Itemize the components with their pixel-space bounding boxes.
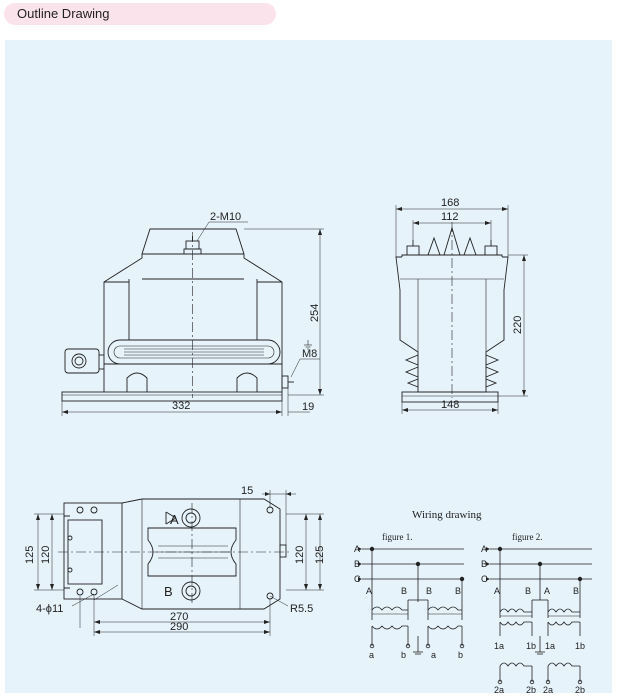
fig2-top-label: A <box>544 586 550 596</box>
fig2-line-c: C <box>481 574 488 584</box>
wiring-figure-2 <box>486 546 592 685</box>
figure1-caption: figure 1. <box>382 532 413 542</box>
fig2-mid-label: 1b <box>575 641 585 651</box>
hole-callout: 4-ϕ11 <box>36 603 63 615</box>
section-header: Outline Drawing <box>4 3 276 25</box>
fig2-bottom-label: 2b <box>575 685 585 695</box>
fig1-bottom-label: a <box>369 650 374 660</box>
fig2-bottom-label: 2b <box>526 685 536 695</box>
front-view <box>61 221 324 416</box>
plan-right-outer-dim: 125 <box>314 546 326 564</box>
fig2-top-label: A <box>494 586 500 596</box>
fig1-bottom-label: a <box>431 650 436 660</box>
wiring-figure-1 <box>358 546 465 655</box>
fig1-bottom-label: b <box>458 650 463 660</box>
fig2-mid-label: 1a <box>545 641 555 651</box>
fig2-bottom-label: 2a <box>543 685 553 695</box>
plan-view <box>34 490 324 636</box>
fig1-top-label: B <box>401 586 407 596</box>
side-base-dim: 148 <box>441 399 459 411</box>
plan-left-outer-dim: 125 <box>24 546 36 564</box>
side-top-inner-dim: 112 <box>441 211 459 223</box>
fig1-top-label: A <box>366 586 372 596</box>
plan-offset-dim: 15 <box>241 485 253 497</box>
plan-hole-spacing-dim: 270 <box>170 611 188 623</box>
front-height-dim: 254 <box>309 304 321 322</box>
fig1-line-b: B <box>354 559 360 569</box>
terminal-a-label: A <box>170 512 179 527</box>
front-width-dim: 332 <box>172 400 190 412</box>
figure2-caption: figure 2. <box>512 532 543 542</box>
fig1-top-label: B <box>426 586 432 596</box>
side-top-outer-dim: 168 <box>441 197 459 209</box>
ground-callout: M8 <box>302 348 317 360</box>
wiring-title: Wiring drawing <box>412 509 482 521</box>
fig1-line-c: C <box>354 574 361 584</box>
drawing-panel <box>5 40 612 693</box>
plan-total-length-dim: 290 <box>170 621 188 633</box>
fig2-top-label: B <box>525 586 531 596</box>
front-foot-dim: 19 <box>302 401 314 413</box>
plan-left-inner-dim: 120 <box>40 546 52 564</box>
plan-right-inner-dim: 120 <box>294 546 306 564</box>
fig2-mid-label: 1a <box>494 641 504 651</box>
terminal-b-label: B <box>164 584 173 599</box>
bolt-callout: 2-M10 <box>210 211 241 223</box>
fig2-bottom-label: 2a <box>494 685 504 695</box>
fig1-line-a: A <box>354 544 360 554</box>
fig2-top-label: B <box>573 586 579 596</box>
fig2-line-b: B <box>481 559 487 569</box>
fig1-top-label: B <box>455 586 461 596</box>
side-height-dim: 220 <box>512 316 524 334</box>
section-title: Outline Drawing <box>17 6 110 21</box>
fig1-bottom-label: b <box>401 650 406 660</box>
fig2-line-a: A <box>481 544 487 554</box>
radius-callout: R5.5 <box>290 603 313 615</box>
fig2-mid-label: 1b <box>526 641 536 651</box>
side-view <box>395 205 528 414</box>
